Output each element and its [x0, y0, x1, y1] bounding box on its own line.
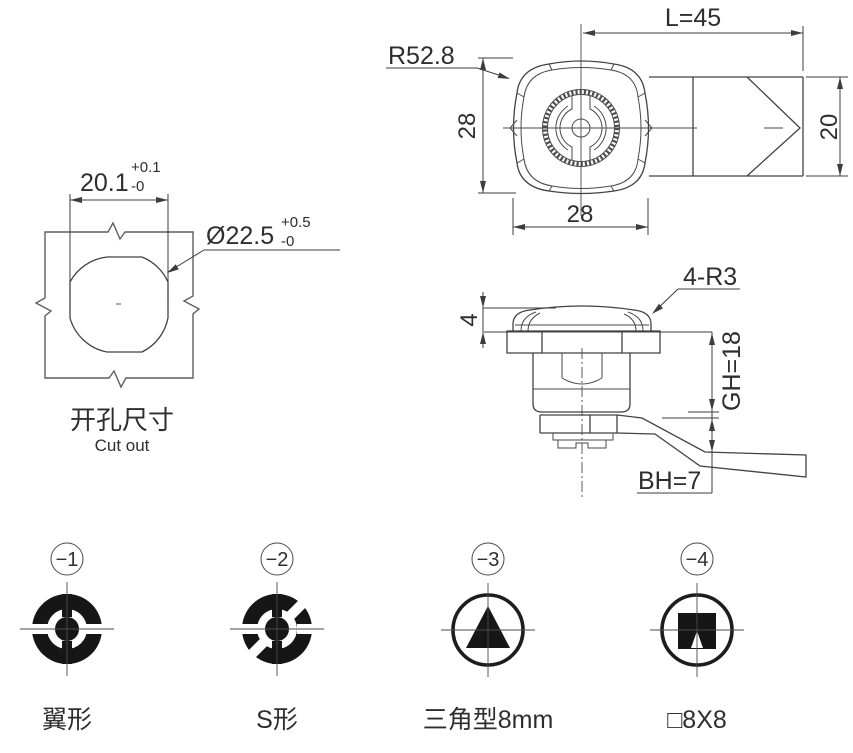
side-cap-dimension: 4 [456, 292, 556, 348]
side-corner-radius-label: 4-R3 [650, 263, 740, 317]
key-id-circle-4 [680, 542, 714, 576]
key-id-circle-1 [50, 542, 84, 576]
side-corner-radius-dim: 4-R3 [683, 263, 737, 291]
key-id-3: −3 [477, 549, 500, 571]
key-id-4: −4 [686, 549, 709, 571]
crosshair [20, 582, 114, 676]
side-grip-dimension: GH=18 [662, 331, 746, 493]
front-radius-label: R52.8 [386, 42, 511, 82]
key-symbol-wing: −1 翼形 [20, 542, 114, 734]
front-height-dim: 28 [454, 113, 481, 140]
side-flange [506, 330, 661, 354]
front-height-dimension: 28 [454, 57, 516, 194]
cutout-dia-dim: Ø22.5 [206, 222, 274, 250]
key-label-square: □8X8 [667, 706, 727, 734]
crosshair [650, 583, 744, 677]
side-body [532, 353, 631, 413]
cutout-view: 20.1 +0.1 -0 Ø22.5 +0.5 -0 开孔尺寸 Cut out [34, 159, 340, 455]
cutout-hole [69, 256, 169, 353]
front-length-dim: L=45 [665, 4, 721, 32]
cutout-width-dim: 20.1 [80, 169, 129, 197]
key-symbol-square: −4 □8X8 [650, 542, 744, 734]
front-arm-dim: 20 [816, 114, 843, 141]
side-cam-arm [616, 414, 807, 478]
crosshair [230, 582, 324, 676]
front-view: L=45 R52.8 28 28 20 [386, 4, 848, 235]
front-radius-dim: R52.8 [388, 42, 455, 70]
panel-outline [34, 221, 201, 389]
cutout-diameter-label: Ø22.5 +0.5 -0 [165, 214, 340, 276]
key-symbol-s: −2 S形 [230, 542, 324, 734]
side-nut [539, 414, 618, 449]
crosshair [441, 583, 535, 677]
key-id-circle-3 [471, 542, 505, 576]
key-id-1: −1 [56, 549, 79, 571]
key-label-triangle: 三角型8mm [423, 706, 554, 734]
front-arm [649, 76, 804, 177]
key-label-s: S形 [256, 706, 298, 734]
side-cap-corner-radii [520, 311, 644, 332]
key-id-2: −2 [266, 549, 289, 571]
key-id-circle-2 [260, 542, 294, 576]
cutout-dia-tol-minus: -0 [281, 233, 294, 250]
side-grip-dim: GH=18 [718, 331, 746, 411]
side-cap-outline [512, 305, 652, 331]
arm-chevron [746, 76, 801, 177]
cutout-title-cn: 开孔尺寸 [70, 405, 174, 435]
front-arm-dimension: 20 [806, 76, 848, 177]
front-centerlines [503, 24, 783, 216]
cutout-dia-tol-plus: +0.5 [281, 214, 311, 231]
cutout-title-en: Cut out [95, 436, 150, 455]
side-base-dimension: BH=7 [637, 419, 715, 495]
cutout-width-dimension: 20.1 +0.1 -0 [69, 159, 169, 300]
side-view: 4 4-R3 GH=18 BH=7 [456, 263, 807, 500]
front-width-dimension: 28 [512, 198, 649, 235]
side-base-dim: BH=7 [638, 467, 701, 495]
key-type-row: −1 翼形 −2 S形 −3 三角型8mm [20, 542, 744, 734]
key-symbol-triangle: −3 三角型8mm [423, 542, 554, 734]
face-corner-facets [516, 63, 646, 192]
side-cap-dim: 4 [456, 313, 483, 326]
cutout-width-tol-minus: -0 [131, 178, 144, 195]
cutout-width-tol-plus: +0.1 [131, 159, 161, 176]
key-label-wing: 翼形 [42, 706, 92, 734]
front-width-dim: 28 [567, 201, 594, 228]
front-length-dimension: L=45 [583, 4, 804, 71]
